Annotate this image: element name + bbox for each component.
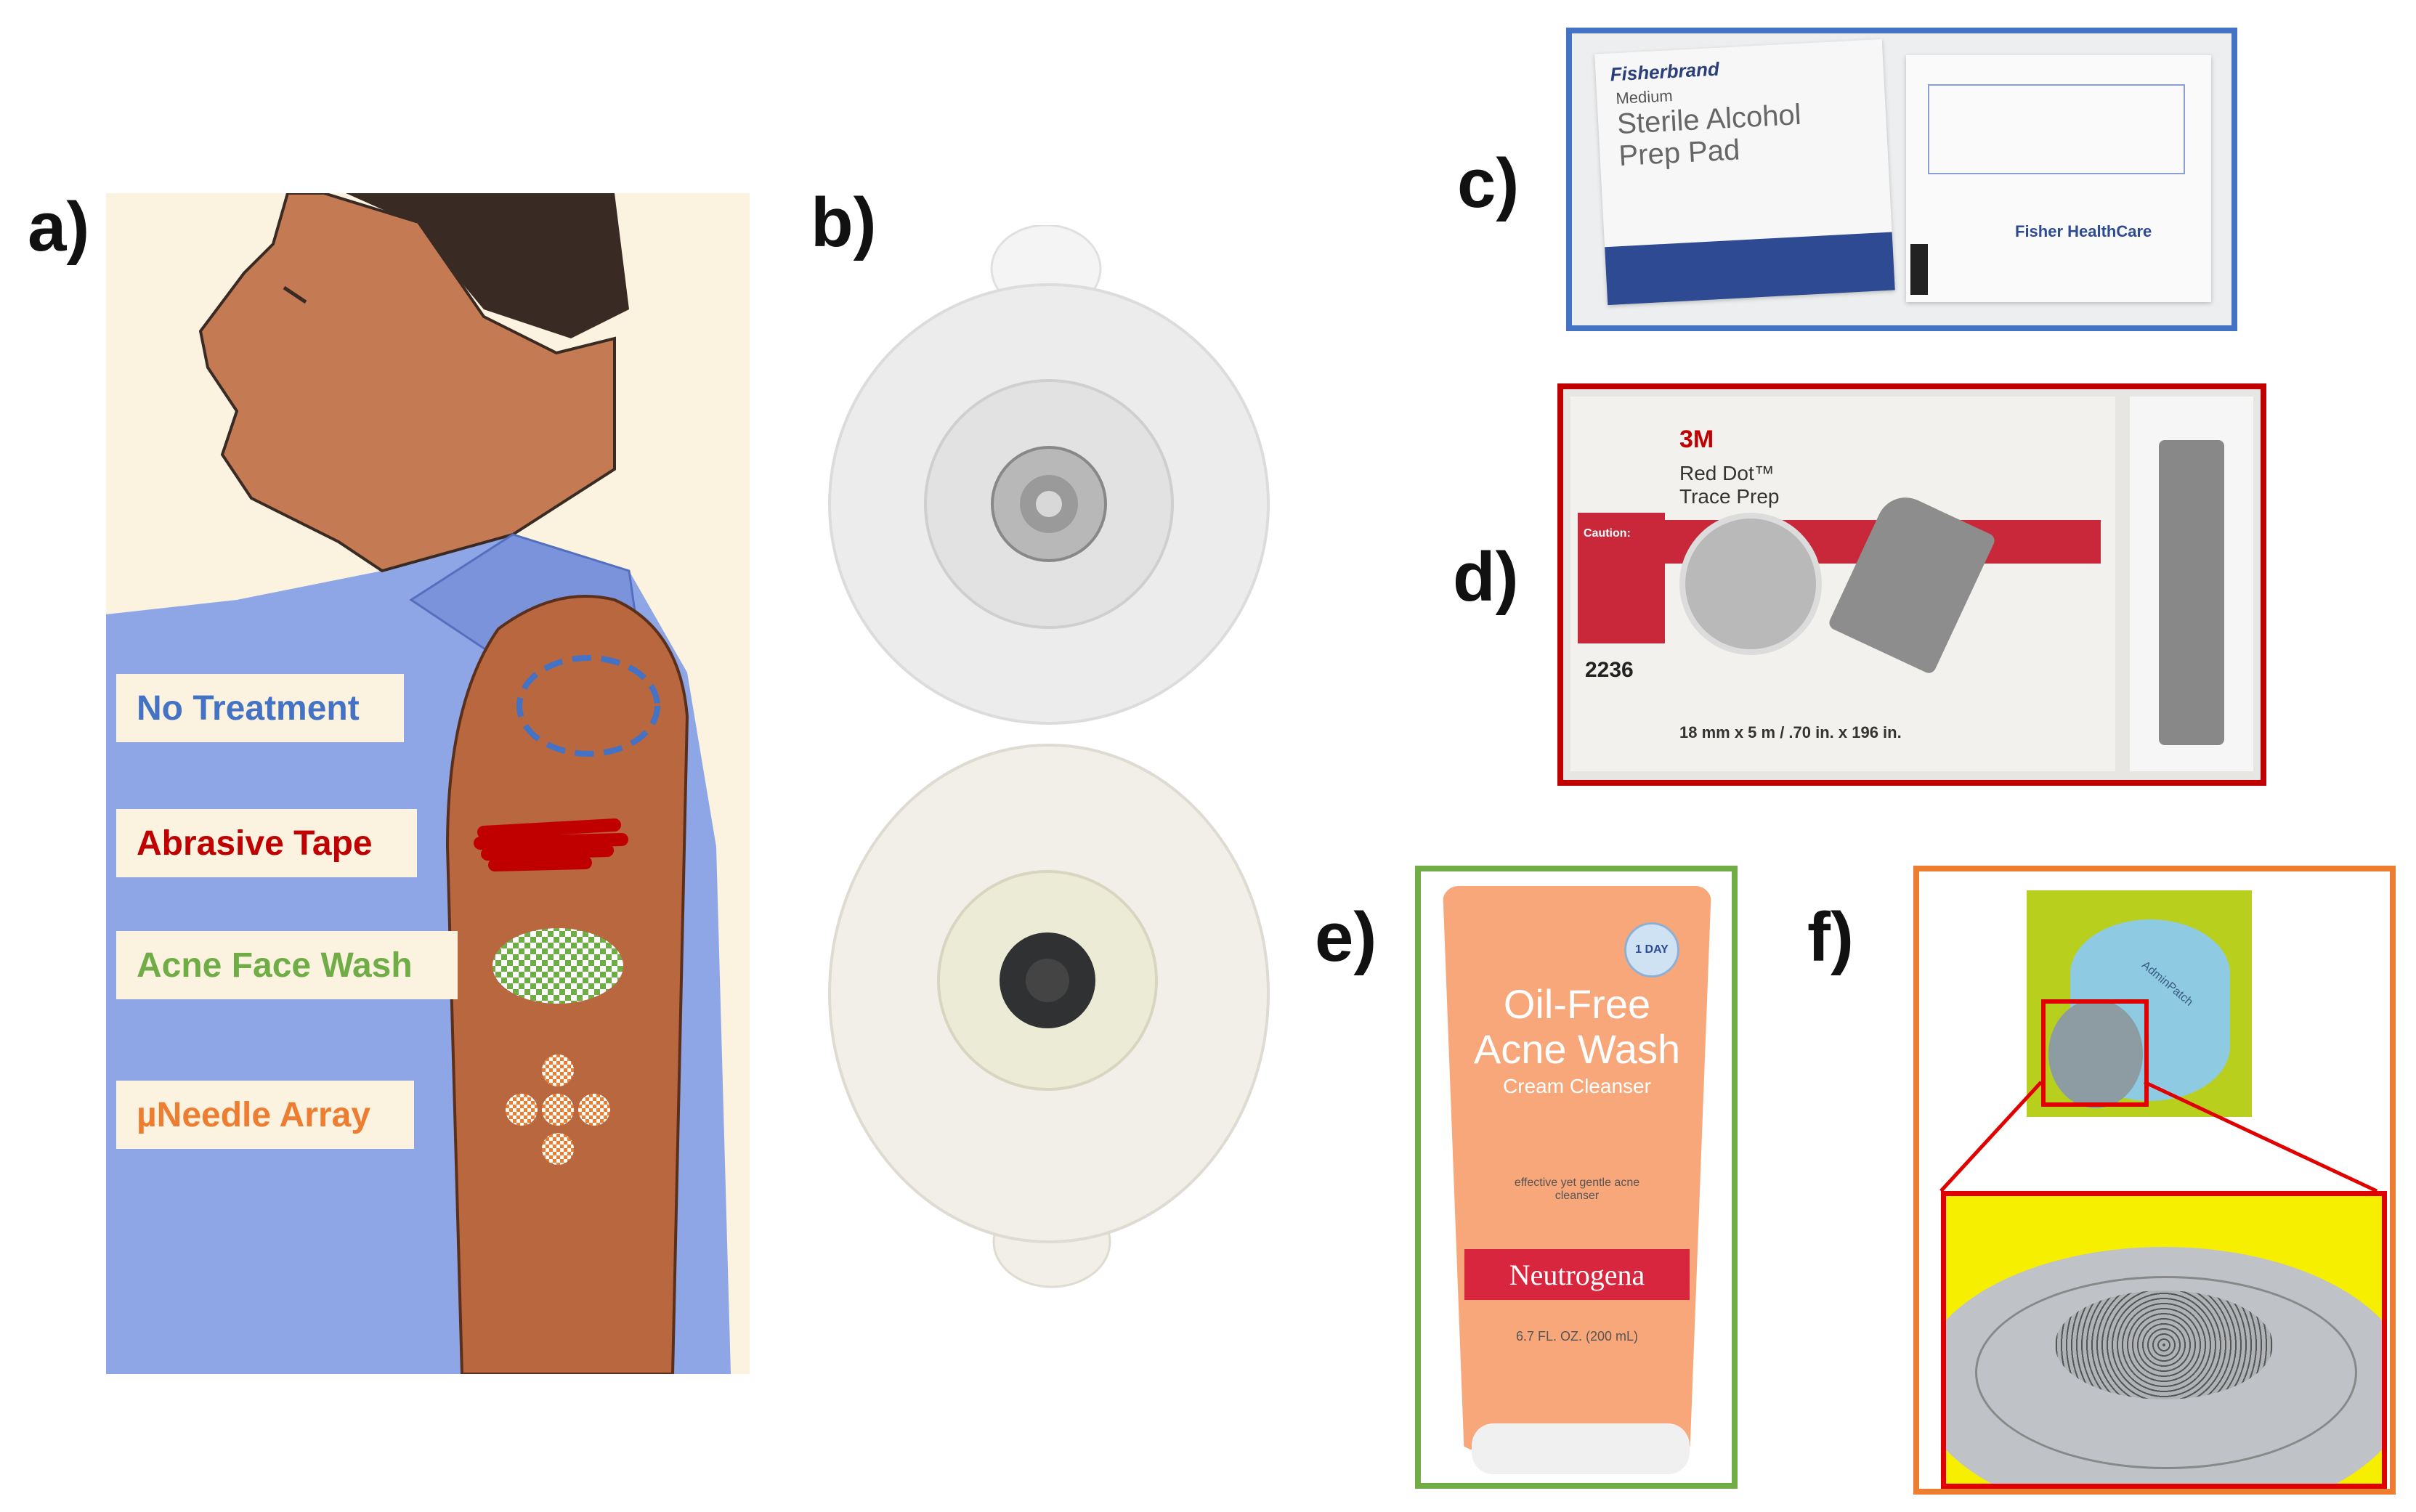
label-no-treatment: No Treatment: [116, 674, 404, 742]
microneedle-dot: [542, 1094, 574, 1126]
arm-illustration: [106, 193, 750, 1374]
alcohol-pad-photo: Fisherbrand Medium Sterile Alcohol Prep …: [1566, 28, 2237, 331]
label-abrasive-tape: Abrasive Tape: [116, 809, 417, 877]
tube-cap: [1472, 1423, 1690, 1474]
panel-label-e: e): [1315, 898, 1377, 976]
microneedle-dot: [578, 1094, 610, 1126]
pad-black-tab: [1910, 244, 1928, 295]
pad-brand: Fisherbrand: [1609, 57, 1720, 86]
head: [198, 193, 616, 573]
tape-roll: [1679, 513, 1822, 655]
label-acne-face-wash: Acne Face Wash: [116, 931, 458, 999]
abrasive-tape-region: [474, 818, 628, 871]
tape-title-1: Red Dot™: [1679, 462, 1775, 484]
panel-label-a: a): [28, 188, 90, 266]
tape-side-view: [2130, 397, 2253, 771]
eye: [283, 285, 307, 304]
panel-label-c: c): [1457, 145, 1520, 222]
alcohol-pad-front: Fisherbrand Medium Sterile Alcohol Prep …: [1594, 38, 1895, 306]
tape-title-2: Trace Prep: [1679, 485, 1780, 508]
tube-volume: 6.7 FL. OZ. (200 mL): [1515, 1329, 1639, 1344]
label-needle-array: µNeedle Array: [116, 1081, 414, 1149]
pad-blue-band: [1605, 232, 1895, 306]
tape-strip: [1827, 488, 1997, 675]
tape-red-panel: Caution:: [1578, 513, 1665, 643]
microneedle-dot: [506, 1094, 538, 1126]
tube-title-1: Oil-Free: [1503, 981, 1651, 1027]
plate-ring: [1975, 1276, 2357, 1469]
tube-body: [1443, 886, 1711, 1452]
panel-label-f: f): [1807, 898, 1854, 976]
panel-label-b: b): [811, 184, 877, 261]
pad-title-2: Prep Pad: [1618, 134, 1741, 173]
microneedle-dot: [542, 1133, 574, 1165]
pad-back-table: [1928, 84, 2185, 174]
no-treatment-region: [516, 655, 660, 757]
tape-dispenser: 3M Red Dot™ Trace Prep Caution: 2236 18 …: [1570, 397, 2115, 771]
zoomed-array: [1941, 1191, 2387, 1489]
device-face: [2048, 999, 2143, 1108]
tape-size: 18 mm x 5 m / .70 in. x 196 in.: [1679, 723, 1902, 741]
zoom-lines: [1939, 1080, 2378, 1193]
zoom-box: [2041, 999, 2149, 1107]
tube-title-2: Acne Wash: [1473, 1026, 1681, 1072]
tube-brand-band: Neutrogena: [1464, 1249, 1690, 1300]
acne-wash-photo: 1 DAY Oil-Free Acne Wash Cream Cleanser …: [1415, 866, 1738, 1489]
microneedle-photo: AdminPatch: [1913, 866, 2396, 1495]
electrode-front: [828, 225, 1270, 725]
alcohol-pad-back: Fisher HealthCare: [1906, 55, 2211, 302]
tape-brand: 3M: [1679, 426, 1714, 453]
hair: [346, 193, 629, 338]
tape-side-roll: [2159, 440, 2224, 745]
electrode-back: [828, 744, 1270, 1288]
tube-badge: 1 DAY: [1624, 922, 1679, 977]
electrodes-figure: [828, 225, 1270, 1288]
tube-title-3: Cream Cleanser: [1503, 1075, 1651, 1097]
pad-maker: Fisher HealthCare: [2015, 222, 2152, 240]
arm-figure: [106, 193, 731, 1374]
trace-prep-photo: 3M Red Dot™ Trace Prep Caution: 2236 18 …: [1557, 383, 2266, 786]
tape-caution: Caution:: [1584, 527, 1631, 540]
microneedle-dot: [542, 1054, 574, 1086]
tube-badge-text: 1 DAY: [1635, 943, 1669, 956]
device-photo: AdminPatch: [2027, 890, 2252, 1117]
acne-face-wash-region: [492, 928, 623, 1004]
panel-label-d: d): [1453, 538, 1519, 616]
tube-brand: Neutrogena: [1509, 1258, 1645, 1291]
tape-code: 2236: [1585, 658, 1634, 682]
tube-description: effective yet gentle acne cleanser: [1514, 1176, 1640, 1202]
